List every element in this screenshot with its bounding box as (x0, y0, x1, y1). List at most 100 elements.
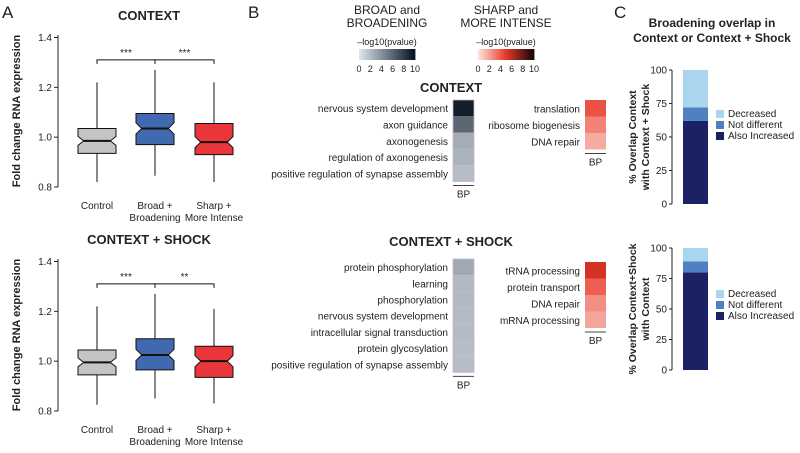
legend-swatch (377, 49, 380, 60)
y-tick-label: 1.0 (38, 133, 52, 144)
legend-tick: 0 (475, 64, 480, 74)
go-term-label: translation (534, 104, 580, 115)
legend-swatch (490, 49, 493, 60)
legend-subtitle: –log10(pvalue) (476, 37, 536, 47)
significance-label: *** (179, 48, 191, 59)
y-tick-label: 100 (650, 66, 667, 77)
significance-bracket (96, 283, 156, 288)
y-axis-label: with Context (640, 277, 652, 341)
go-term-label: regulation of axonogenesis (328, 153, 448, 164)
legend-swatch (506, 49, 509, 60)
legend-swatch (716, 301, 724, 309)
legend-swatch (512, 49, 515, 60)
column-label: BP (457, 190, 471, 201)
heatmap-cell (453, 340, 474, 357)
legend-swatch (502, 49, 505, 60)
go-term-label: ribosome biogenesis (488, 121, 580, 132)
legend-swatch (500, 49, 503, 60)
significance-bracket (154, 59, 215, 64)
heatmap-cell (453, 275, 474, 292)
legend-subtitle: –log10(pvalue) (357, 37, 417, 47)
legend-tick: 6 (390, 64, 395, 74)
go-term-label: axonogenesis (386, 137, 448, 148)
legend-swatch (407, 49, 410, 60)
legend-swatch (411, 49, 414, 60)
x-tick-label: Sharp + (196, 425, 231, 436)
legend-swatch (393, 49, 396, 60)
legend-label: Not different (728, 120, 783, 131)
heatmap-cell (585, 100, 606, 117)
section-title: CONTEXT (420, 80, 482, 95)
panel-label-a: A (2, 3, 14, 22)
legend-swatch (716, 121, 724, 129)
plot-title: CONTEXT (118, 8, 180, 23)
legend-label: Not different (728, 300, 783, 311)
legend-swatch (367, 49, 370, 60)
y-tick-label: 1.2 (38, 83, 52, 94)
column-label: BP (589, 158, 603, 169)
go-term-label: protein phosphorylation (344, 263, 448, 274)
y-tick-label: 0 (661, 366, 667, 377)
y-tick-label: 1.2 (38, 307, 52, 318)
y-tick-label: 0 (661, 200, 667, 211)
heatmap-cell (453, 132, 474, 149)
y-tick-label: 1.4 (38, 257, 52, 268)
y-tick-label: 1.4 (38, 33, 52, 44)
legend-tick: 8 (520, 64, 525, 74)
legend-title: BROADENING (347, 16, 428, 30)
legend-label: Decreased (728, 109, 776, 120)
box (194, 122, 234, 156)
legend-swatch (528, 49, 531, 60)
legend-swatch (532, 49, 535, 60)
legend-swatch (484, 49, 487, 60)
legend-swatch (381, 49, 384, 60)
y-tick-label: 75 (656, 99, 668, 110)
legend-swatch (494, 49, 497, 60)
legend-tick: 0 (356, 64, 361, 74)
legend-swatch (524, 49, 527, 60)
go-term-label: phosphorylation (377, 296, 448, 307)
stacked-bar-segment (683, 120, 708, 204)
legend-swatch (526, 49, 529, 60)
legend-swatch (375, 49, 378, 60)
legend-swatch (518, 49, 521, 60)
stacked-bar-segment (683, 272, 708, 370)
legend-swatch (716, 312, 724, 320)
x-tick-label: Broadening (129, 437, 180, 448)
y-axis-label: Fold change RNA expression (11, 259, 23, 412)
go-term-label: protein transport (507, 283, 580, 294)
column-label: BP (589, 336, 603, 347)
section-title: CONTEXT + SHOCK (389, 234, 513, 249)
heatmap-cell (585, 262, 606, 279)
y-axis-label: % Overlap Context (627, 90, 639, 184)
y-axis-label: % Overlap Context+Shock (627, 243, 639, 374)
heatmap-cell (453, 148, 474, 166)
legend-tick: 10 (410, 64, 420, 74)
go-term-label: intracellular signal transduction (311, 328, 448, 339)
legend-swatch (504, 49, 507, 60)
legend-tick: 4 (379, 64, 384, 74)
legend-swatch (379, 49, 382, 60)
legend-swatch (371, 49, 374, 60)
stacked-bar-segment (683, 70, 708, 108)
legend-swatch (387, 49, 390, 60)
go-term-label: nervous system development (318, 312, 448, 323)
go-term-label: DNA repair (531, 299, 581, 310)
heatmap-cell (453, 291, 474, 308)
legend-swatch (480, 49, 483, 60)
go-term-label: axon guidance (383, 120, 448, 131)
panel-label-b: B (248, 3, 259, 22)
legend-swatch (486, 49, 489, 60)
legend-swatch (514, 49, 517, 60)
go-term-label: DNA repair (531, 137, 581, 148)
y-tick-label: 25 (656, 166, 668, 177)
heatmap-cell (585, 116, 606, 133)
chart-title: Context or Context + Shock (633, 31, 791, 45)
legend-swatch (530, 49, 533, 60)
legend-swatch (522, 49, 525, 60)
legend-swatch (508, 49, 511, 60)
heatmap-column-border (452, 258, 475, 373)
x-tick-label: Broadening (129, 213, 180, 224)
